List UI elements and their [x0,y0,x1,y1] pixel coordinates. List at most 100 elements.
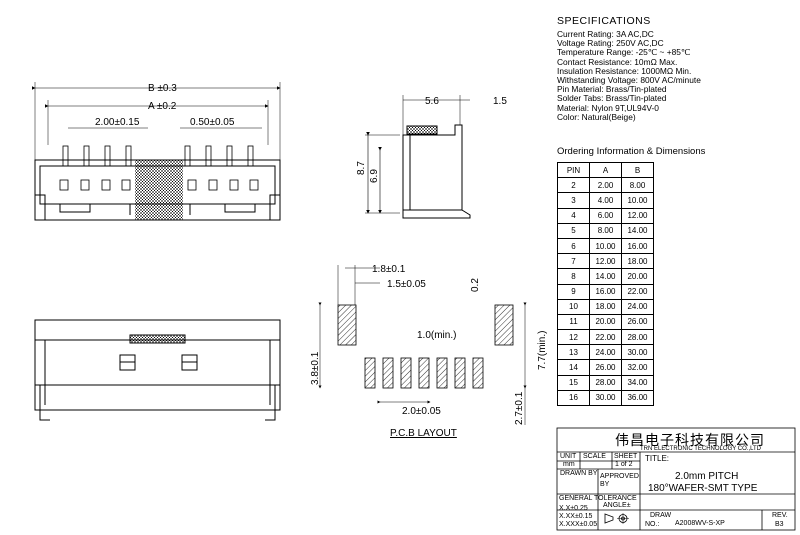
spec-line: Contact Resistance: 10mΩ Max. [557,56,678,67]
title-line2: 180°WAFER-SMT TYPE [648,483,758,494]
cell-pin: 11 [557,313,590,331]
approved-by-label: APPROVED BY [600,473,639,488]
specifications-title: SPECIFICATIONS [557,15,651,27]
cell-a: 30.00 [589,389,622,407]
tolerance-1: X.X±0.25 [559,505,588,512]
title-label: TITLE: [645,454,670,463]
cell-b: 10.00 [621,192,654,209]
cell-a: 2.00 [589,177,622,194]
pcb-pitch-label: 2.0±0.05 [402,406,441,417]
specifications-list: Current Rating: 3A AC,DC Voltage Rating:… [557,29,797,122]
front-view [32,82,281,221]
cell-pin: 8 [557,268,590,285]
header-b: B [621,161,654,179]
cell-pin: 2 [557,177,590,194]
drawing-number: A2008WV-S-XP [675,520,725,527]
cell-b: 28.00 [621,329,654,346]
pcb-pad-width-label: 1.8±0.1 [372,264,406,275]
bottom-view [34,319,281,421]
spec-line: Color: Natural(Beige) [557,111,636,122]
general-tolerance-label: GENERAL TOLERANCE [559,495,637,502]
cell-pin: 14 [557,359,590,376]
cell-a: 22.00 [589,329,622,346]
pcb-pad-gap-label: 1.5±0.05 [387,279,426,290]
spec-line: Voltage Rating: 250V AC,DC [557,38,664,49]
ordering-title: Ordering Information & Dimensions [557,146,706,157]
dim-side-width: 5.6 [425,96,439,107]
cell-a: 4.00 [589,192,622,209]
cell-a: 20.00 [589,313,622,331]
cell-pin: 16 [557,389,590,407]
cell-b: 36.00 [621,389,654,407]
cell-a: 24.00 [589,344,622,361]
spec-line: Temperature Range: -25℃ ~ +85℃ [557,47,691,58]
cell-a: 16.00 [589,283,622,300]
side-view [365,95,471,219]
header-a: A [589,161,622,179]
cell-b: 12.00 [621,207,654,224]
cell-pin: 6 [557,237,590,255]
cell-pin: 3 [557,192,590,209]
cell-pin: 9 [557,283,590,300]
title-block-frame [556,427,796,531]
cell-pin: 10 [557,298,590,315]
sheet-value: 1 of 2 [615,461,633,468]
cell-pin: 13 [557,344,590,361]
pcb-layout-title: P.C.B LAYOUT [390,428,457,439]
tolerance-3: X.XXX±0.05 [559,521,598,528]
cell-b: 8.00 [621,177,654,194]
company-name-cn: 伟昌电子科技有限公司 [615,433,765,449]
spec-line: Insulation Resistance: 1000MΩ Min. [557,65,692,76]
cell-b: 24.00 [621,298,654,315]
table-header-row: PIN A B [557,161,654,179]
spec-line: Material: Nylon 9T,UL94V-0 [557,102,659,113]
cell-b: 18.00 [621,253,654,270]
unit-label: UNIT [560,453,577,460]
cell-a: 12.00 [589,253,622,270]
dim-pitch-label: 2.00±0.15 [95,117,140,128]
cell-a: 6.00 [589,207,622,224]
cell-b: 20.00 [621,268,654,285]
no-label: NO.: [645,521,660,528]
draw-label: DRAW [650,512,672,519]
cell-a: 18.00 [589,298,622,315]
header-pin: PIN [557,161,590,179]
scale-label: SCALE [583,453,606,460]
pcb-27-label: 2.7±0.1 [514,391,525,425]
cell-pin: 15 [557,374,590,391]
spec-line: Pin Material: Brass/Tin-plated [557,84,667,95]
cell-pin: 5 [557,222,590,239]
pcb-layout [318,265,527,425]
cell-b: 16.00 [621,237,654,255]
projection-symbol-icon [604,513,629,524]
spec-line: Current Rating: 3A AC,DC [557,29,654,39]
cell-pin: 4 [557,207,590,224]
cell-b: 30.00 [621,344,654,361]
cell-pin: 7 [557,253,590,270]
pcb-02-label: 0.2 [470,278,481,292]
company-name-en: TRN ELECTRONIC TECHNOLOGY CO.,LTD [640,446,762,452]
dim-side-inner-height: 6.9 [369,169,380,183]
spec-line: Withstanding Voltage: 800V AC/minute [557,75,701,86]
dim-pin-width-label: 0.50±0.05 [190,117,235,128]
dim-a-label: A ±0.2 [148,101,177,112]
cell-pin: 12 [557,329,590,346]
tolerance-2: X.XX±0.15 [559,513,593,520]
cell-a: 8.00 [589,222,622,239]
rev-value: B3 [775,521,784,528]
pcb-38-label: 3.8±0.1 [310,351,321,385]
